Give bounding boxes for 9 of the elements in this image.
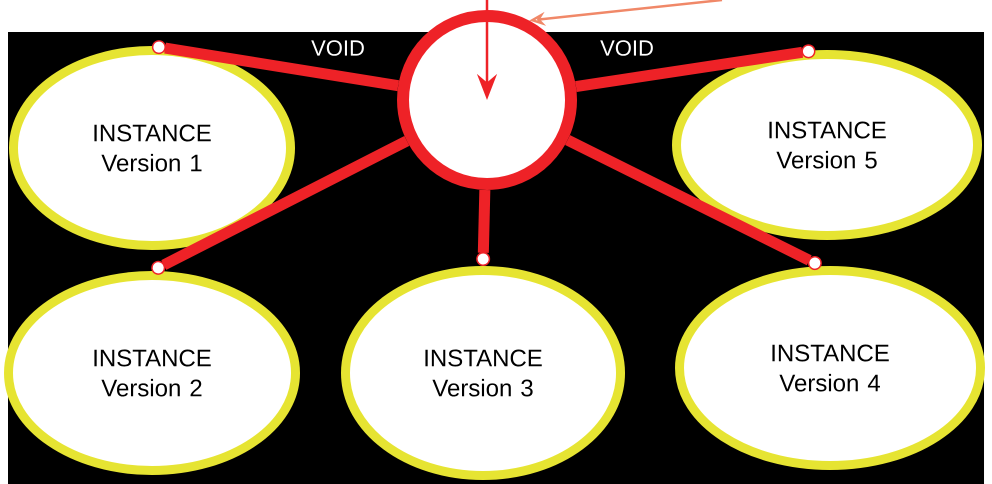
hub-circle	[397, 10, 577, 190]
connector-line	[565, 135, 822, 270]
void-label: VOID	[600, 40, 653, 56]
connector-line	[476, 190, 490, 266]
connector-line	[151, 136, 410, 275]
node-label: INSTANCE Version 2	[94, 350, 211, 396]
connector-line	[575, 44, 816, 92]
connector-line	[152, 40, 400, 92]
void-label: VOID	[311, 40, 364, 56]
